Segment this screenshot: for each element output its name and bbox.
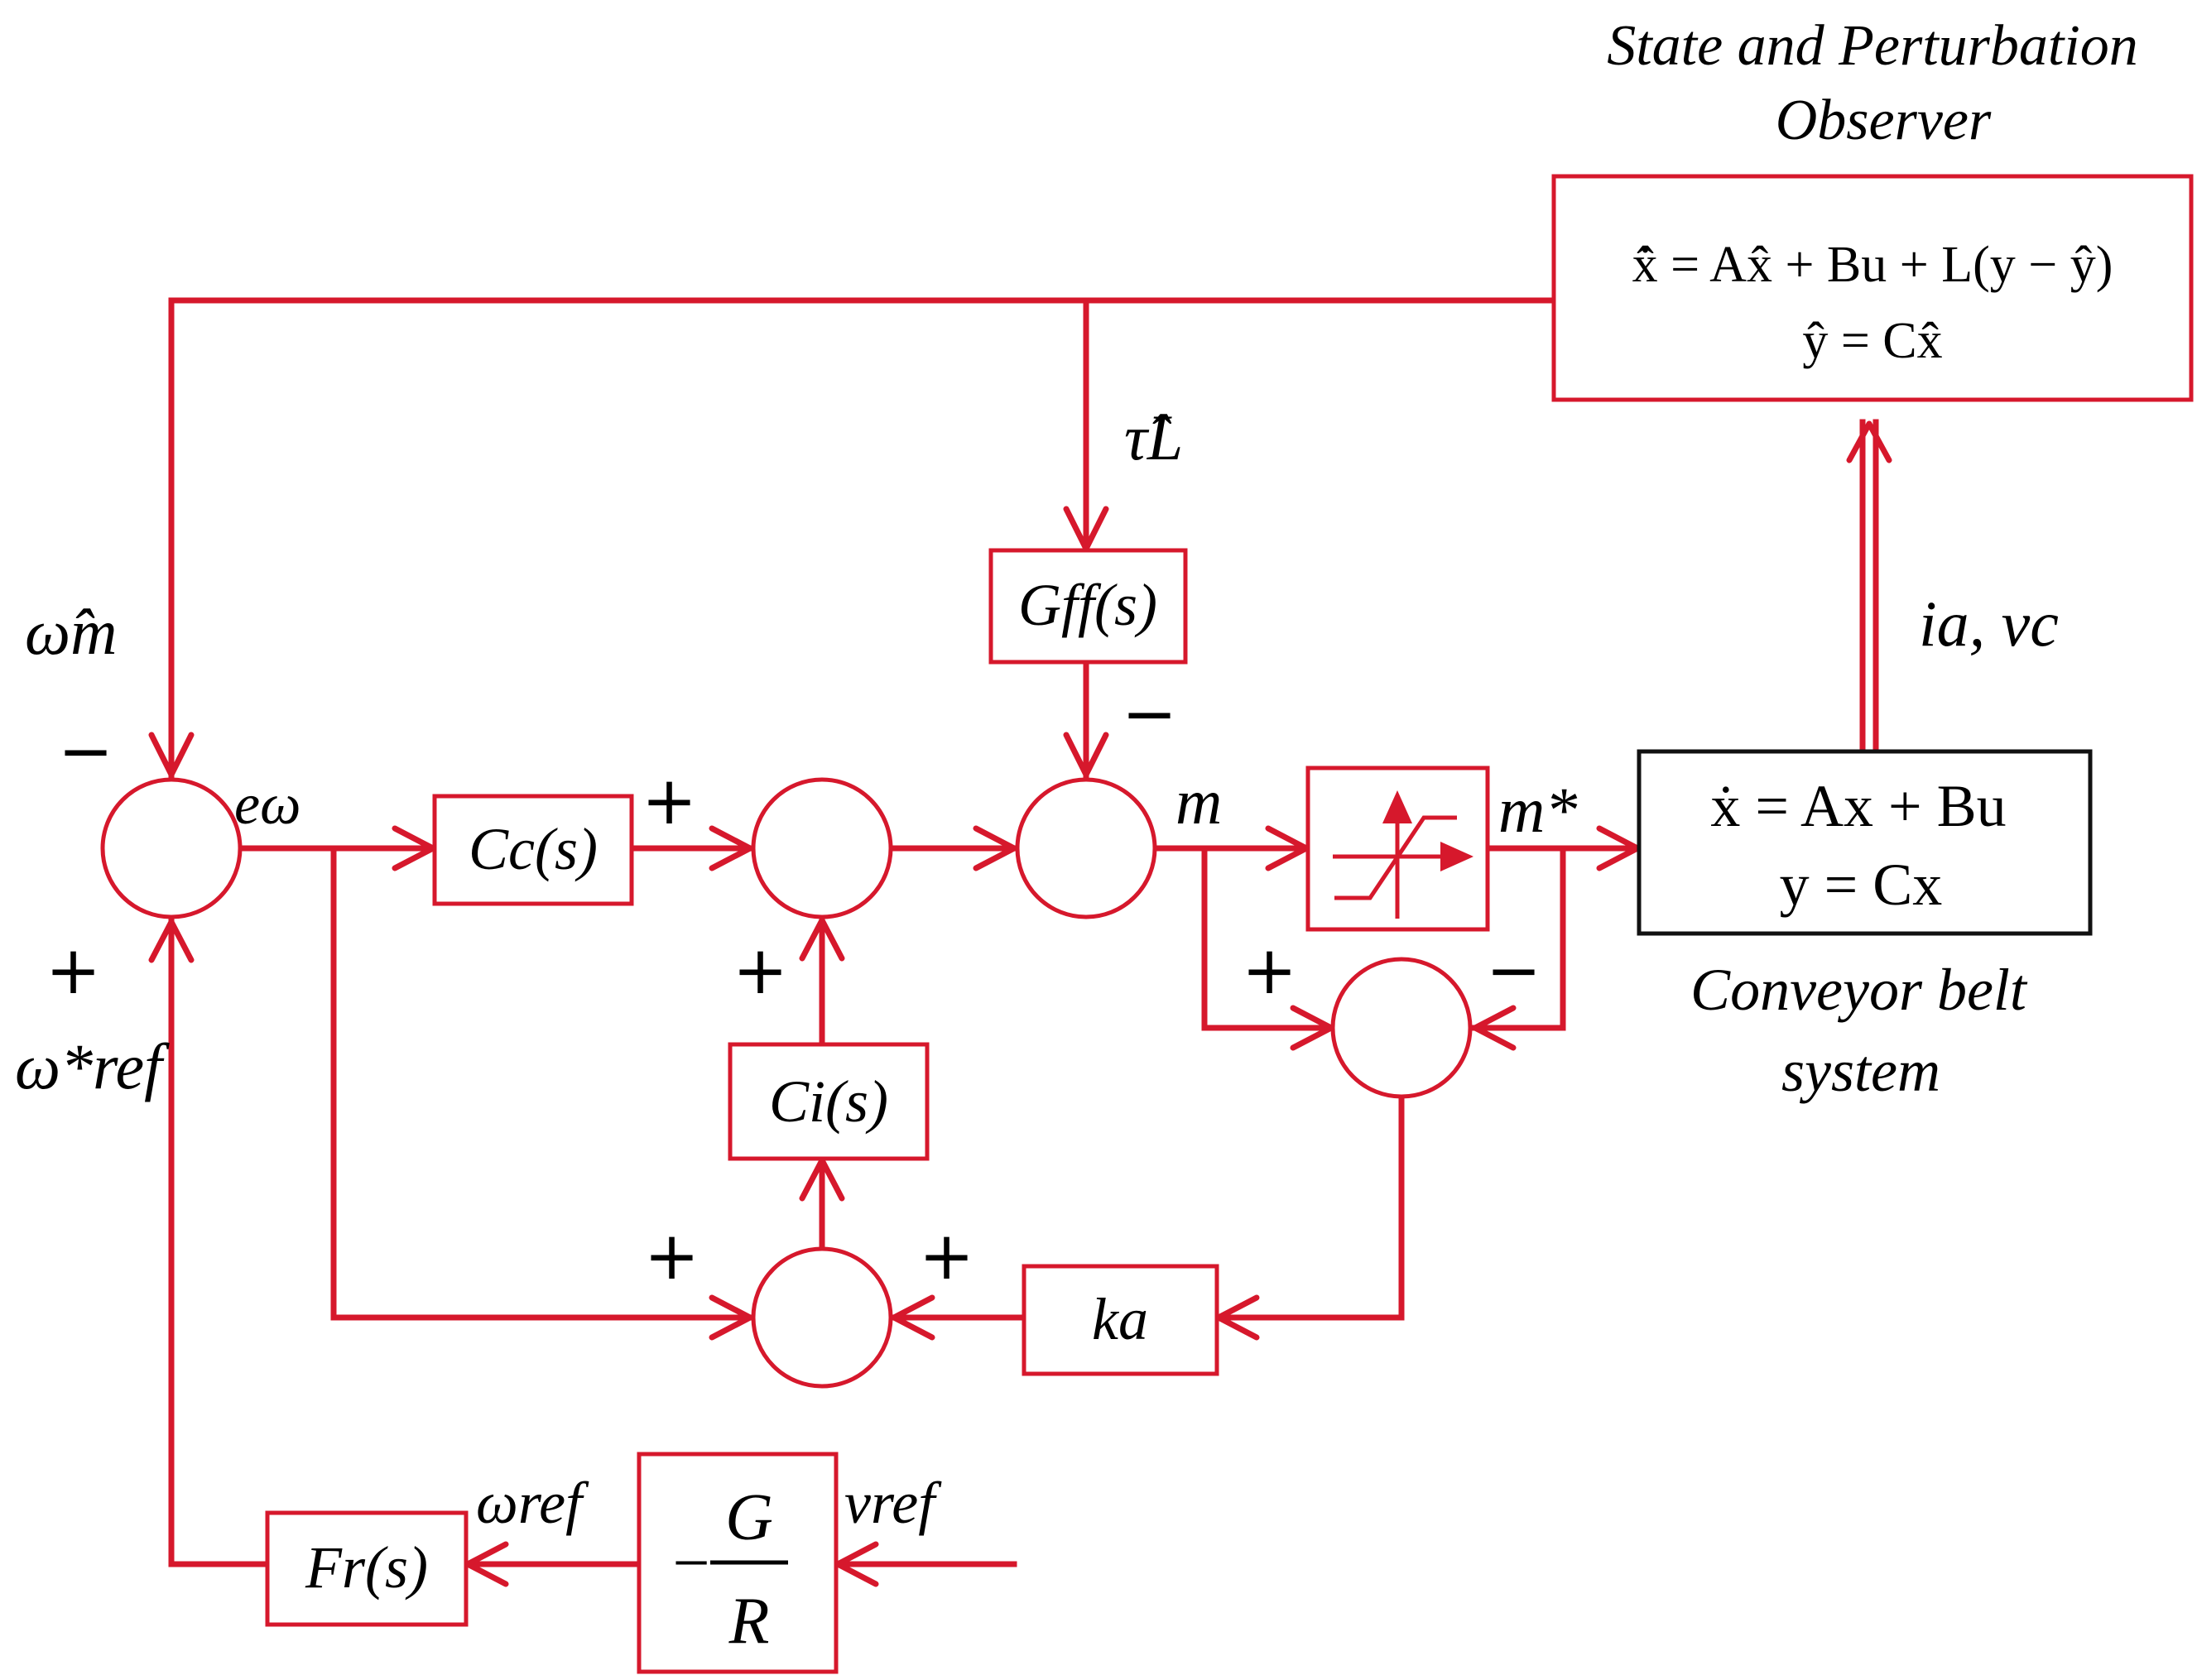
arrowhead-sum1-bottom: [148, 919, 195, 963]
sign-sum4-plus-right: +: [919, 1217, 974, 1294]
feedforward-block-label: Gff(s): [1018, 572, 1157, 638]
label-v-ref: vref: [844, 1470, 942, 1536]
sign-sum2-plus-left: +: [642, 762, 697, 839]
controller-ci-label: Ci(s): [769, 1068, 888, 1135]
wire-omega-ref-star: [168, 917, 271, 1567]
gain-denominator: R: [728, 1585, 770, 1658]
signal-wires: [168, 297, 1879, 1567]
gain-numerator: G: [725, 1481, 773, 1554]
label-tau-hat-l: τ̂L: [1124, 401, 1183, 473]
wire-e-omega-branch: [330, 845, 755, 1321]
sign-sum5-plus: +: [1242, 932, 1297, 1009]
reference-filter-block: [265, 1510, 469, 1627]
plant-label-line2: system: [1781, 1038, 1940, 1104]
controller-cc-block: [432, 794, 634, 906]
summing-junction-feedforward: [1015, 777, 1157, 919]
arrowhead-sum3-top: [1063, 732, 1109, 778]
plant-block: [1637, 749, 2093, 936]
plant-equation-2: y = Cx: [1780, 852, 1943, 918]
sign-sum1-plus: +: [46, 932, 101, 1009]
observer-block: [1551, 174, 2194, 402]
sign-sum5-minus: −: [1486, 932, 1541, 1009]
antiwindup-gain-label: ka: [1092, 1286, 1148, 1352]
label-ia-vc: ia, vc: [1919, 588, 2059, 660]
gain-sign: −: [672, 1527, 709, 1600]
arrowhead-sum2-bottom: [799, 917, 845, 962]
label-m-star: m*: [1498, 774, 1577, 846]
observer-title-line1: State and Perturbation: [1607, 14, 2138, 78]
label-e-omega: eω: [234, 773, 301, 837]
summing-junctions: [100, 777, 1473, 1389]
wire-omega-hat-feedback: [168, 297, 1557, 780]
wire-m-star-branch: [1470, 845, 1566, 1031]
antiwindup-gain-block: [1022, 1264, 1219, 1376]
observer-title-line2: Observer: [1776, 89, 1992, 152]
observer-equation-1: x̂̇ = Ax̂ + Bu + L(y − ŷ): [1632, 237, 2113, 293]
plant-equation-1: ẋ = Ax + Bu: [1710, 773, 2006, 839]
arrowhead-sum2-left: [709, 825, 753, 871]
arrowhead-observer-in: [1846, 420, 1892, 463]
observer-equation-2: ŷ = Cx̂: [1802, 313, 1942, 369]
controller-ci-block: [728, 1042, 930, 1161]
arrowhead-sum4-right: [891, 1294, 935, 1341]
reference-filter-label: Fr(s): [305, 1534, 428, 1601]
label-omega-hat-m: ω̂m: [25, 596, 117, 668]
sign-sum3-minus: −: [1122, 675, 1177, 752]
arrowhead-sum3-left: [973, 825, 1017, 871]
arrowhead-sum4-left: [709, 1294, 753, 1341]
label-m: m: [1175, 766, 1222, 838]
sign-sum2-plus-bottom: +: [733, 932, 788, 1009]
summing-junction-control: [751, 777, 893, 919]
controller-cc-label: Cc(s): [469, 816, 598, 882]
label-omega-ref-star: ω*ref: [15, 1030, 170, 1102]
arrowhead-sum1-top: [148, 732, 195, 778]
arrowhead-sum5-right: [1472, 1005, 1517, 1051]
feedforward-block: [988, 548, 1188, 665]
saturation-icon: [1333, 790, 1473, 919]
summing-junction-integrator-input: [751, 1246, 893, 1389]
plant-label-line1: Conveyor belt: [1690, 957, 2028, 1023]
sign-sum4-plus-left: +: [644, 1217, 699, 1294]
summing-junction-antiwindup-diff: [1330, 957, 1473, 1099]
label-omega-ref: ωref: [476, 1470, 589, 1536]
sign-sum1-minus: −: [58, 713, 113, 790]
wire-sum5-to-ka: [1214, 1093, 1405, 1321]
summing-junction-speed-error: [100, 777, 243, 919]
wire-m-branch: [1201, 845, 1336, 1031]
